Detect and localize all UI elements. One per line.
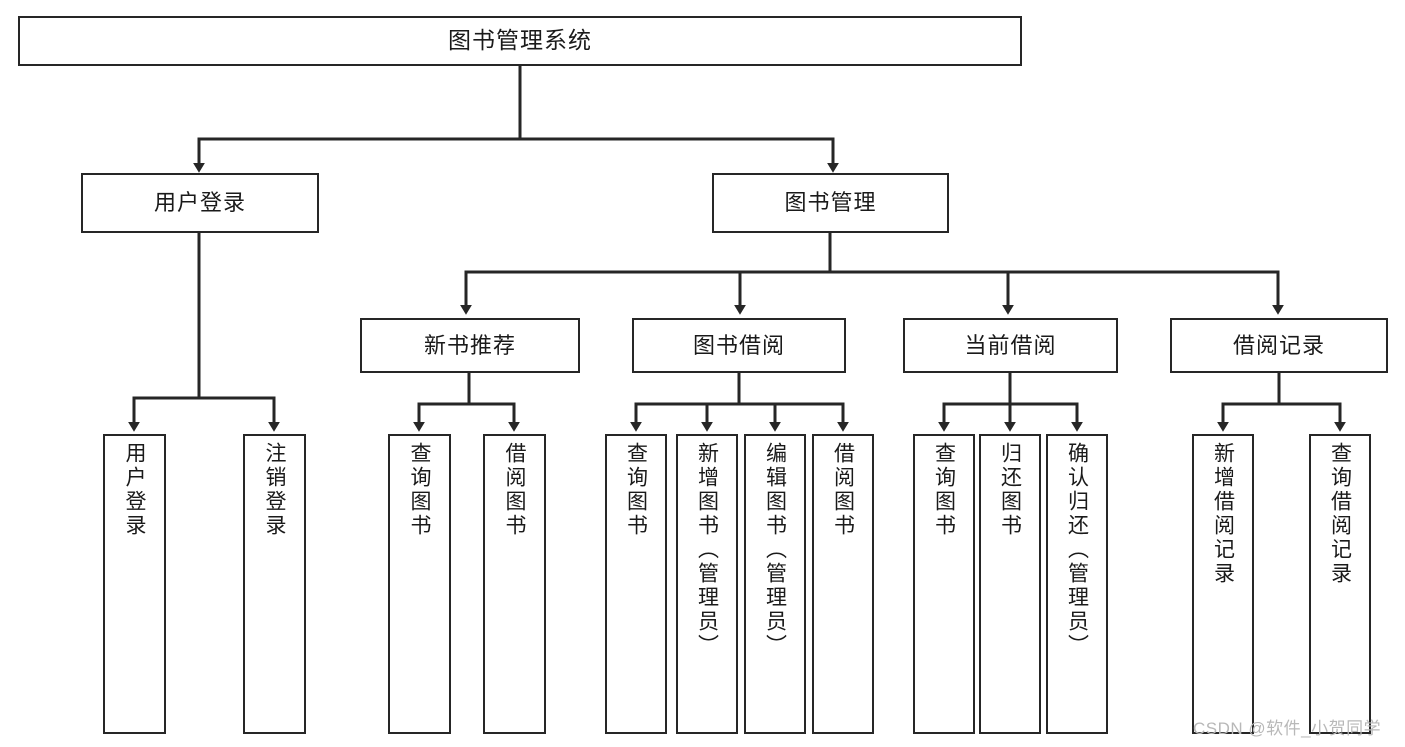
leaf-logout-login-label: 注销登录 [263, 442, 286, 538]
node-new-book-recommend[interactable]: 新书推荐 [360, 318, 580, 373]
node-book-manage-label: 图书管理 [784, 190, 877, 216]
leaf-confirm-return-label: 确认归还（管理员） [1065, 442, 1089, 658]
node-current-borrow-label: 当前借阅 [964, 332, 1057, 358]
node-book-manage[interactable]: 图书管理 [712, 173, 949, 233]
leaf-borrow-book-2[interactable]: 借阅图书 [812, 434, 874, 734]
node-root-label: 图书管理系统 [448, 27, 592, 54]
leaf-query-book-2[interactable]: 查询图书 [605, 434, 667, 734]
leaf-query-book-3-label: 查询图书 [932, 442, 956, 538]
leaf-confirm-return[interactable]: 确认归还（管理员） [1046, 434, 1108, 734]
leaf-query-record-label: 查询借阅记录 [1328, 442, 1352, 586]
leaf-query-book-3[interactable]: 查询图书 [913, 434, 975, 734]
leaf-edit-book-label: 编辑图书（管理员） [763, 442, 787, 658]
leaf-borrow-book-1-label: 借阅图书 [503, 442, 526, 538]
leaf-query-book-2-label: 查询图书 [624, 442, 648, 538]
leaf-query-record[interactable]: 查询借阅记录 [1309, 434, 1371, 734]
leaf-return-book-label: 归还图书 [998, 442, 1022, 538]
csdn-watermark: CSDN @软件_小贺同学 [1193, 719, 1382, 738]
node-user-login[interactable]: 用户登录 [81, 173, 319, 233]
node-new-book-recommend-label: 新书推荐 [423, 332, 516, 358]
leaf-user-login[interactable]: 用户登录 [103, 434, 166, 734]
leaf-borrow-book-2-label: 借阅图书 [831, 442, 855, 538]
node-borrow-record-label: 借阅记录 [1232, 332, 1325, 358]
node-book-borrow[interactable]: 图书借阅 [632, 318, 846, 373]
leaf-edit-book[interactable]: 编辑图书（管理员） [744, 434, 806, 734]
leaf-logout-login[interactable]: 注销登录 [243, 434, 306, 734]
node-borrow-record[interactable]: 借阅记录 [1170, 318, 1388, 373]
leaf-add-book-label: 新增图书（管理员） [695, 442, 719, 658]
node-current-borrow[interactable]: 当前借阅 [903, 318, 1118, 373]
leaf-borrow-book-1[interactable]: 借阅图书 [483, 434, 546, 734]
leaf-query-book-1[interactable]: 查询图书 [388, 434, 451, 734]
leaf-add-record[interactable]: 新增借阅记录 [1192, 434, 1254, 734]
node-root-system[interactable]: 图书管理系统 [18, 16, 1022, 66]
leaf-add-record-label: 新增借阅记录 [1211, 442, 1235, 586]
leaf-user-login-label: 用户登录 [123, 442, 146, 538]
leaf-query-book-1-label: 查询图书 [408, 442, 431, 538]
leaf-add-book[interactable]: 新增图书（管理员） [676, 434, 738, 734]
node-user-login-label: 用户登录 [153, 190, 246, 216]
node-book-borrow-label: 图书借阅 [692, 332, 785, 358]
leaf-return-book[interactable]: 归还图书 [979, 434, 1041, 734]
